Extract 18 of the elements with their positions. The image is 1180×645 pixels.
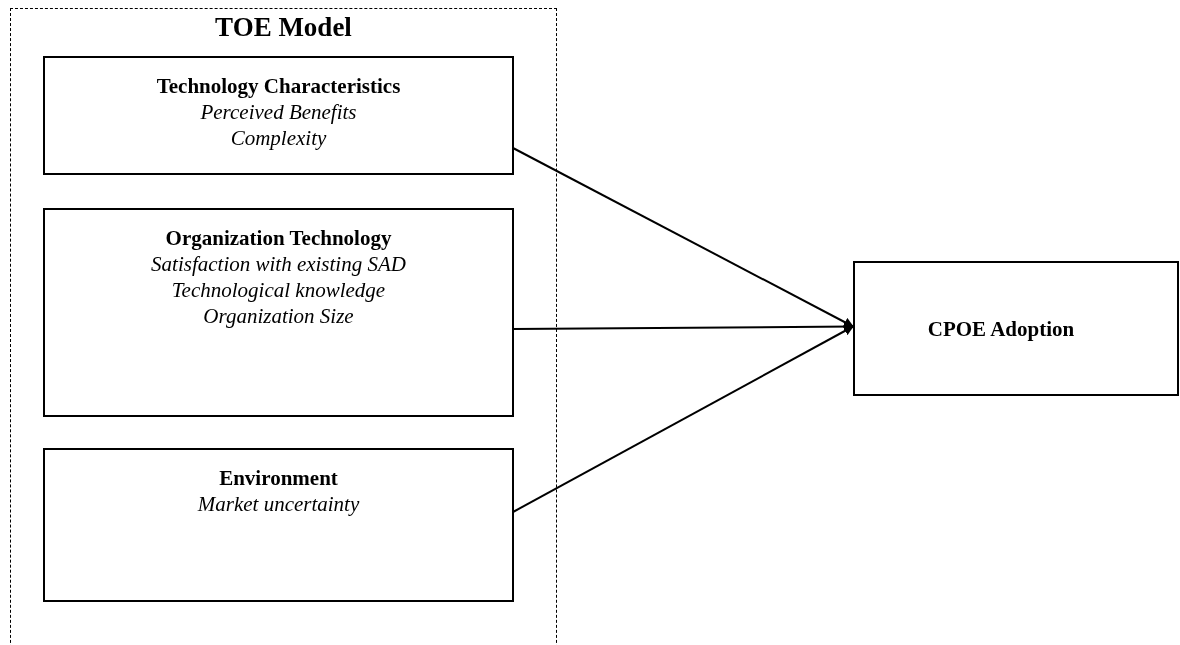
factor-text: Organization Size <box>203 303 354 329</box>
box-heading: Organization Technology <box>165 225 392 251</box>
group-title: TOE Model <box>214 11 353 44</box>
dashed-group-box <box>10 8 557 645</box>
box-heading: Environment <box>219 465 338 491</box>
factor-text: Complexity <box>230 125 327 151</box>
factor-text: Perceived Benefits <box>200 99 357 125</box>
box-heading: Technology Characteristics <box>156 73 401 99</box>
process-box <box>853 261 1179 396</box>
process-box <box>43 56 514 175</box>
factor-text: Satisfaction with existing SAD <box>151 251 406 277</box>
factor-text: Technological knowledge <box>171 277 386 303</box>
arrow <box>512 325 854 513</box>
process-box <box>43 448 514 602</box>
process-box <box>43 208 514 417</box>
box-heading: CPOE Adoption <box>927 315 1075 342</box>
factor-text: Market uncertainty <box>197 491 360 517</box>
arrow <box>512 147 854 328</box>
